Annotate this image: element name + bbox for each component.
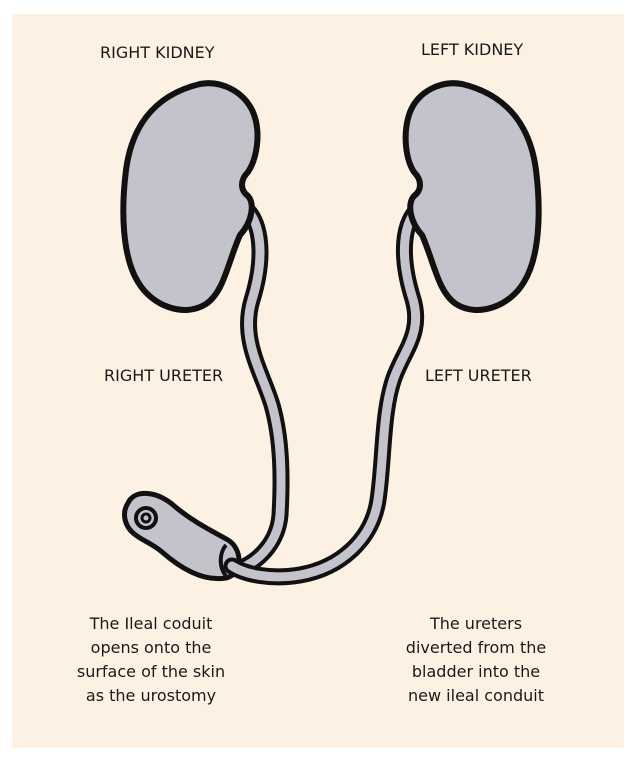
stoma-caption: The Ileal coduit opens onto the surface … bbox=[56, 612, 246, 708]
left-kidney-label: LEFT KIDNEY bbox=[421, 40, 551, 59]
left-ureter-label: LEFT URETER bbox=[425, 366, 565, 385]
ureters-caption-line: new ileal conduit bbox=[386, 684, 566, 708]
ureters-caption: The ureters diverted from the bladder in… bbox=[386, 612, 566, 708]
ureters-caption-line: bladder into the bbox=[386, 660, 566, 684]
right-kidney-label: RIGHT KIDNEY bbox=[100, 43, 240, 62]
ureters-caption-line: The ureters bbox=[386, 612, 566, 636]
right-kidney bbox=[123, 83, 257, 310]
right-ureter bbox=[244, 207, 281, 567]
stoma-caption-line: as the urostomy bbox=[56, 684, 246, 708]
ileal-conduit bbox=[125, 493, 239, 578]
left-kidney bbox=[406, 83, 539, 310]
stoma-caption-line: opens onto the bbox=[56, 636, 246, 660]
right-ureter-label: RIGHT URETER bbox=[104, 366, 254, 385]
ureters-caption-line: diverted from the bbox=[386, 636, 566, 660]
stoma-caption-line: The Ileal coduit bbox=[56, 612, 246, 636]
stoma-caption-line: surface of the skin bbox=[56, 660, 246, 684]
